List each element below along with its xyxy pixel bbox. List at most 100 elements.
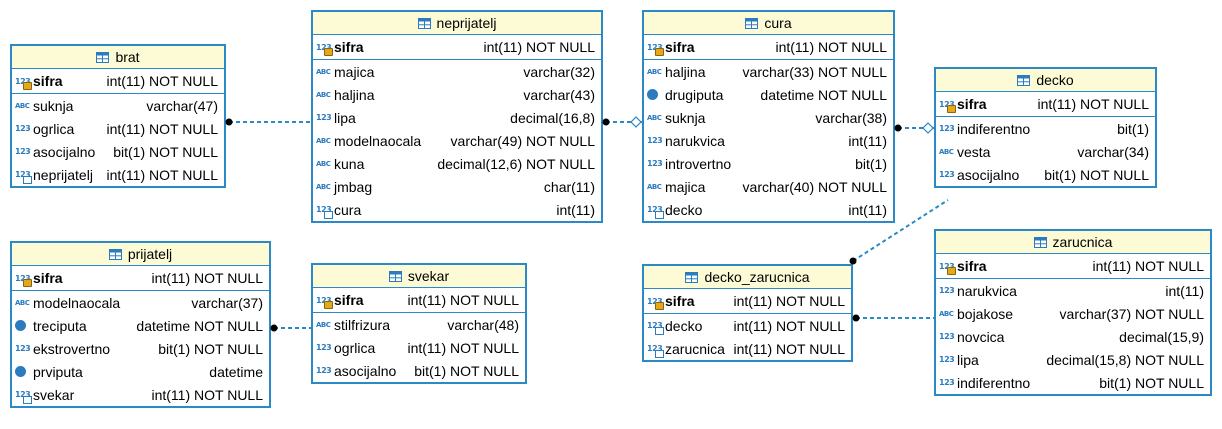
table-header[interactable]: prijatelj: [12, 243, 269, 266]
table-header[interactable]: brat: [12, 46, 224, 69]
column-type: datetime NOT NULL: [136, 317, 263, 334]
link-deckozarucnica-decko[interactable]: [852, 199, 949, 262]
column-name: sifra: [334, 292, 364, 308]
column-name: narukvica: [957, 282, 1017, 299]
column-type: varchar(40) NOT NULL: [742, 178, 887, 195]
table-header[interactable]: decko_zarucnica: [644, 266, 851, 289]
column-name: svekar: [33, 386, 75, 403]
column-name: sifra: [665, 39, 695, 55]
column-type: bit(1) NOT NULL: [158, 340, 263, 357]
column-name: stilfrizura: [334, 316, 391, 333]
text-type-icon: ABC: [939, 147, 954, 156]
column-name: sifra: [957, 258, 987, 274]
text-type-icon: ABC: [647, 67, 662, 76]
table-header[interactable]: neprijatelj: [313, 12, 601, 35]
clock-icon: [647, 88, 665, 102]
column-name: introvertno: [665, 155, 732, 172]
table-title: brat: [115, 49, 140, 65]
number-type-icon: 123: [316, 366, 332, 375]
column-type: varchar(37): [191, 294, 263, 311]
text-type-icon: ABC: [15, 101, 30, 110]
column-type: int(11): [848, 201, 887, 218]
text-type-icon: ABC: [316, 136, 331, 145]
column-type: int(11): [556, 201, 595, 218]
column-type: varchar(47): [146, 97, 218, 114]
clock-icon: [15, 319, 33, 333]
table-header[interactable]: cura: [644, 12, 893, 35]
table-header[interactable]: decko: [936, 69, 1155, 92]
column-name: sifra: [334, 39, 364, 55]
link-end-dot: [602, 118, 610, 126]
table-icon: [685, 271, 699, 283]
table-title: cura: [764, 15, 792, 31]
table-icon: [388, 270, 402, 282]
column-type: int(11) NOT NULL: [483, 39, 595, 55]
primary-key-icon: 123: [939, 259, 957, 275]
column-type: int(11) NOT NULL: [775, 39, 887, 55]
number-type-icon: 123: [15, 147, 31, 156]
text-type-icon: ABC: [316, 67, 331, 76]
column-name: modelnaocala: [33, 294, 121, 311]
column-type: varchar(43): [523, 86, 595, 103]
table-header[interactable]: zarucnica: [936, 231, 1210, 254]
column-type: datetime NOT NULL: [760, 86, 887, 103]
number-type-icon: 123: [939, 332, 955, 341]
table-header[interactable]: svekar: [313, 265, 525, 288]
column-name: kuna: [334, 155, 365, 172]
number-type-icon: 123: [939, 170, 955, 179]
number-type-icon: 123: [939, 378, 955, 387]
